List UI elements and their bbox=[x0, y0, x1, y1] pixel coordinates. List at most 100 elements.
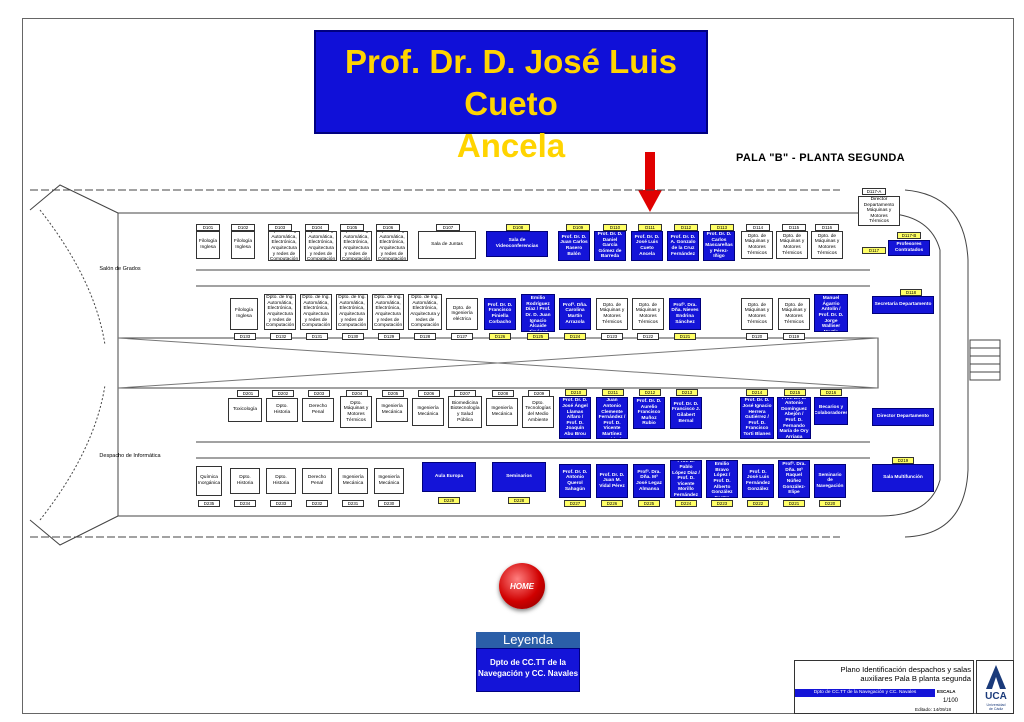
room-code: D125 bbox=[527, 333, 549, 340]
room-code: D122 bbox=[637, 333, 659, 340]
room-code: D133 bbox=[234, 333, 256, 340]
room-code: D124 bbox=[564, 333, 586, 340]
room-d113: Prof. Dr. D. Carlos Mascareñas y Pérez-I… bbox=[703, 231, 735, 261]
room-code: D232 bbox=[306, 500, 328, 507]
room-code: D210 bbox=[565, 389, 587, 396]
room-d117a: Director Departamento Máquinas y Motores… bbox=[858, 196, 900, 226]
location-arrow-icon bbox=[638, 152, 662, 212]
room-code: D101 bbox=[196, 224, 220, 231]
room-code: D118 bbox=[900, 289, 922, 296]
room-d123: Dpto. de Máquinas y Motores Térmicos bbox=[596, 298, 628, 330]
legend-title: Leyenda bbox=[476, 632, 580, 648]
room-d231: Ingeniería Mecánica bbox=[338, 468, 368, 494]
home-button[interactable]: HOME bbox=[499, 563, 545, 609]
page-title: Prof. Dr. D. José Luis Cueto Ancela bbox=[314, 30, 708, 164]
room-code: D131 bbox=[306, 333, 328, 340]
room-d119: Dpto. de Máquinas y Motores Térmicos bbox=[778, 298, 810, 330]
despacho-informatica: Despacho de Informática bbox=[99, 453, 161, 459]
room-code: D129 bbox=[378, 333, 400, 340]
room-d206: Ingeniería Mecánica bbox=[412, 398, 444, 426]
room-d220: Seminario de Navegación bbox=[814, 464, 846, 498]
title-line-2: Ancela bbox=[456, 127, 566, 164]
room-code: D126 bbox=[489, 333, 511, 340]
room-d232: Derecho Penal bbox=[302, 468, 332, 494]
room-code: D225 bbox=[638, 500, 660, 507]
title-block-line-1: Plano Identificación despachos y salas bbox=[840, 665, 971, 674]
room-d103: Dpto. de Ing. Automática, Electrónica, A… bbox=[268, 231, 300, 261]
room-d128: Dpto. de Ing. Automática, Electrónica, A… bbox=[408, 294, 442, 330]
room-d212: Prof. Dr. D. Aurelio Francisco Muñoz Rub… bbox=[633, 397, 665, 429]
room-d230: Ingeniería Mecánica bbox=[374, 468, 404, 494]
room-d228: Seminarios bbox=[492, 462, 546, 492]
scale-label: ESCALA bbox=[937, 689, 956, 694]
room-code: D224 bbox=[675, 500, 697, 507]
university-logo: UCA Universidad de Cádiz bbox=[976, 660, 1014, 714]
room-code: D211 bbox=[602, 389, 624, 396]
room-d133: Filología Inglesa bbox=[230, 298, 258, 330]
room-d207: Biomedicina Biotecnología y Salud Públic… bbox=[448, 396, 482, 428]
room-d130: Dpto. de Ing. Automática, Electrónica, A… bbox=[336, 294, 368, 330]
room-d229: Aula Europa bbox=[422, 462, 476, 492]
room-code: D222 bbox=[747, 500, 769, 507]
scale-value: 1/100 bbox=[943, 698, 959, 704]
room-code: D117-A bbox=[862, 188, 886, 195]
logo-text: UCA bbox=[985, 691, 1007, 702]
room-d104: Dpto. de Ing. Automática, Electrónica, A… bbox=[305, 231, 337, 261]
room-d225: Profª. Dra. Dña. Mª José Legaz Almansa bbox=[633, 464, 665, 498]
room-d111: Prof. Dr. D. José Luis Cueto Ancela bbox=[631, 231, 663, 261]
room-code: D108 bbox=[506, 224, 530, 231]
room-d233: Dpto. Historia bbox=[266, 468, 296, 494]
room-code: D231 bbox=[342, 500, 364, 507]
room-d102: Filología Inglesa bbox=[231, 231, 255, 259]
room-code: D216 bbox=[820, 389, 842, 396]
room-d119b: Prof. Dr. D. Manuel Ágarrio Antolín / Pr… bbox=[814, 294, 848, 332]
room-d208: Ingeniería Mecánica bbox=[486, 398, 518, 426]
room-code: D121 bbox=[674, 333, 696, 340]
room-d107: Sala de Juntas bbox=[418, 231, 476, 259]
room-d222: Prof. D. José Luis Fernández González bbox=[742, 464, 774, 498]
room-d227: Prof. Dr. D. Antonio Querol Sahagún bbox=[559, 464, 591, 498]
room-d221: Profª. Dra. Dña. Mª Raquel Núñez Gonzále… bbox=[778, 460, 810, 498]
room-code: D220 bbox=[819, 500, 841, 507]
room-d121: Profª. Dra. Dña. Nieves Endrina Sánchez bbox=[669, 298, 701, 330]
logo-sub-line-1: Universidad bbox=[986, 703, 1006, 707]
salon-de-grados: Salón de Grados bbox=[99, 266, 141, 272]
room-d117b: Profesores Contratados bbox=[888, 240, 930, 256]
room-d201: Toxicología bbox=[228, 398, 262, 422]
room-d235: Química Inorgánica bbox=[196, 466, 222, 496]
room-d118: Secretaría Departamento bbox=[872, 296, 934, 314]
room-d214: Prof. Dr. D. José Ignacio Herrera Gutiér… bbox=[740, 397, 774, 439]
room-code: D202 bbox=[272, 390, 294, 397]
room-code: D107 bbox=[436, 224, 460, 231]
room-code: D206 bbox=[418, 390, 440, 397]
room-d129: Dpto. de Ing. Automática, Electrónica, A… bbox=[372, 294, 404, 330]
floor-subtitle: PALA "B" - PLANTA SEGUNDA bbox=[736, 152, 905, 164]
room-d234: Dpto. Historia bbox=[230, 468, 260, 494]
room-code: D203 bbox=[308, 390, 330, 397]
room-d219: Sala Multifunción bbox=[872, 464, 934, 492]
room-code: D113 bbox=[710, 224, 734, 231]
room-d211: Prof. Dr. D. Juan Antonio Clemente Ferná… bbox=[596, 397, 628, 439]
room-code: D103 bbox=[268, 224, 292, 231]
room-code: D208 bbox=[492, 390, 514, 397]
room-code: D221 bbox=[783, 500, 805, 507]
room-code: D215 bbox=[784, 389, 806, 396]
room-d122: Dpto. de Máquinas y Motores Térmicos bbox=[632, 298, 664, 330]
room-code: D119 bbox=[783, 333, 805, 340]
room-code: D130 bbox=[342, 333, 364, 340]
room-code: D219 bbox=[892, 457, 914, 464]
room-code: D127 bbox=[451, 333, 473, 340]
room-d108: Sala de Videoconferencias bbox=[486, 231, 548, 257]
logo-sub-line-2: de Cádiz bbox=[988, 707, 1004, 712]
room-code: D117-B bbox=[897, 232, 921, 239]
room-d223: Prof. Dr. D. Emilio Bravo López / Prof. … bbox=[706, 460, 738, 498]
room-code: D230 bbox=[378, 500, 400, 507]
title-block-text: Plano Identificación despachos y salas a… bbox=[799, 665, 971, 683]
room-code: D104 bbox=[305, 224, 329, 231]
room-code: D123 bbox=[601, 333, 623, 340]
room-code: D105 bbox=[340, 224, 364, 231]
room-d126: Prof. Dr. D. Francisco Piniella Corbacho bbox=[484, 298, 516, 330]
room-d124: Profª. Dña. Carolina Martín Arrazola bbox=[559, 298, 591, 330]
room-code: D114 bbox=[746, 224, 770, 231]
room-d116: Dpto. de Máquinas y Motores Térmicos bbox=[811, 231, 843, 259]
